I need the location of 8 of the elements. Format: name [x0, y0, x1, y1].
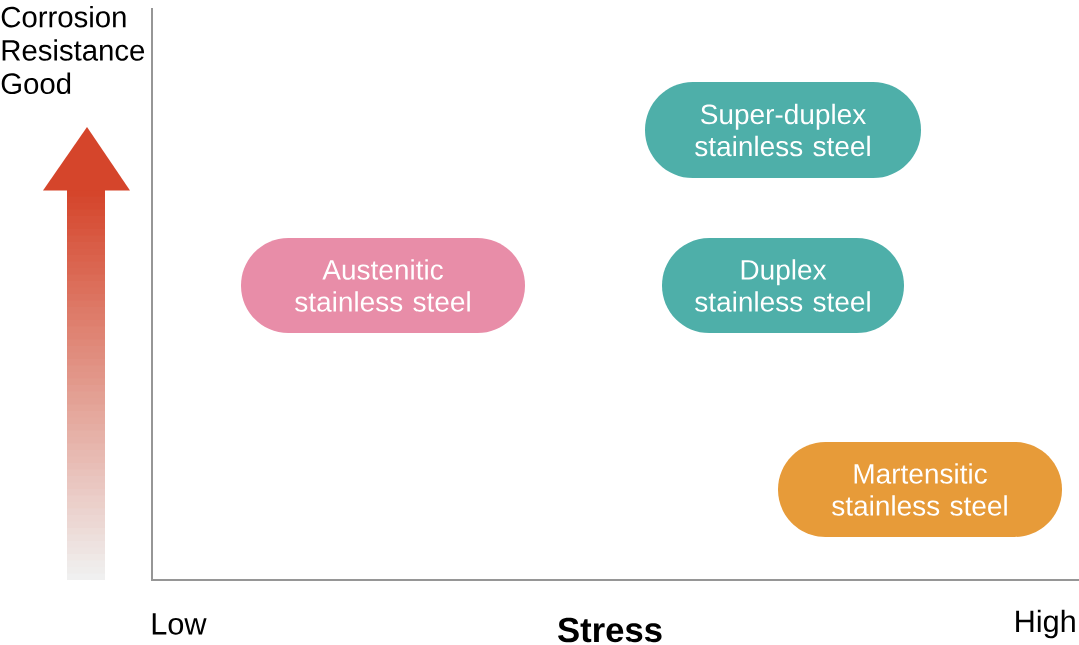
material-pill: Martensitic stainless steel: [778, 442, 1062, 537]
material-pill: Super-duplex stainless steel: [645, 82, 921, 178]
axis-title: Stress: [558, 617, 662, 643]
material-pill: Duplex stainless steel: [662, 238, 904, 333]
axis-tick-label: High: [1016, 609, 1075, 639]
material-pill: Austenitic stainless steel: [241, 238, 525, 333]
axis-title: Corrosion Resistance Good: [1, 5, 145, 95]
axis-tick-label: Low: [152, 613, 207, 635]
